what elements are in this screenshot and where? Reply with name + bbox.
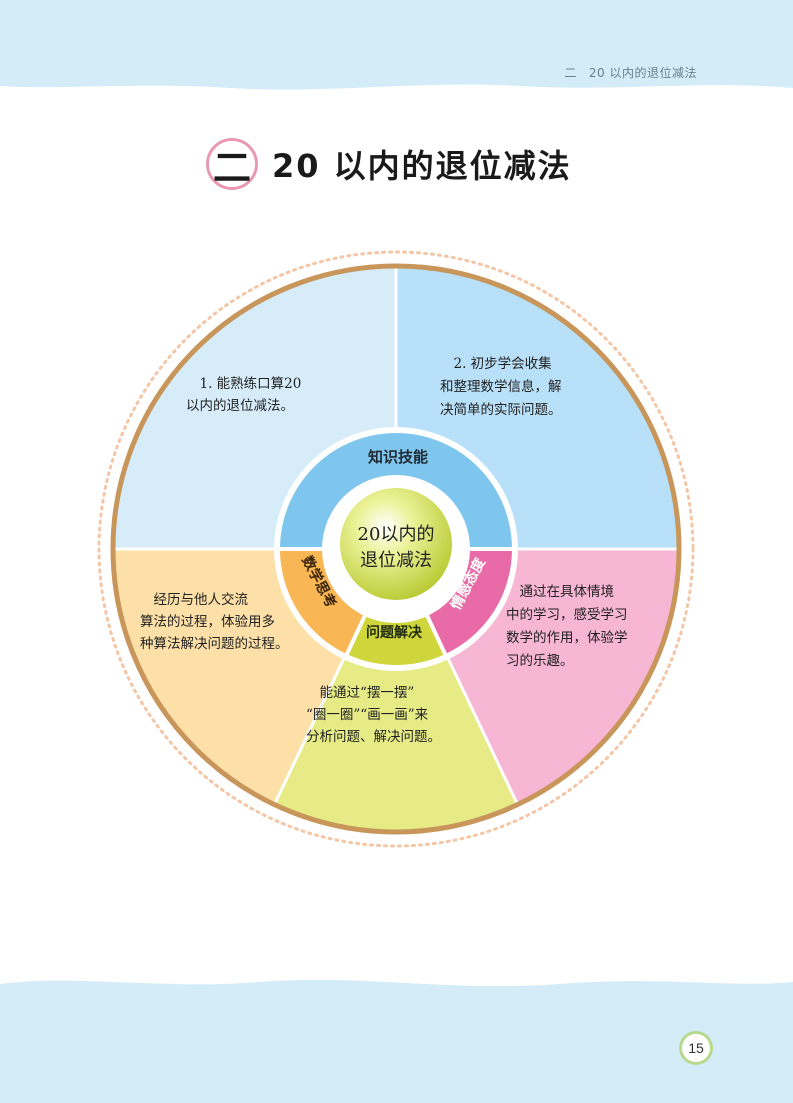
bottom-wave-band <box>0 970 793 1103</box>
top-wave-band <box>0 0 793 100</box>
center-label-line-2: 退位减法 <box>360 550 432 571</box>
center-label-line-1: 20以内的 <box>358 524 435 545</box>
knowledge-2-line-1: 2. 初步学会收集 <box>440 355 552 372</box>
center-ball <box>340 488 452 600</box>
page-number: 15 <box>679 1031 713 1065</box>
ring-label-knowledge: 知识技能 <box>368 448 428 466</box>
knowledge-1-line-2: 以内的退位减法。 <box>186 398 294 414</box>
knowledge-2-line-3: 决简单的实际问题。 <box>440 401 562 418</box>
chapter-title-text: 20 以内的退位减法 <box>272 147 572 185</box>
attitude-line-4: 习的乐趣。 <box>506 653 574 669</box>
chapter-number-badge: 二 <box>206 138 258 190</box>
knowledge-1-line-1: 1. 能熟练口算20 <box>186 376 301 392</box>
running-head-number: 二 <box>564 66 577 80</box>
attitude-line-1: 通过在具体情境 <box>506 584 614 600</box>
math-thinking-line-1: 经历与他人交流 <box>140 591 248 608</box>
problem-solving-line-1: 能通过“摆一摆” <box>306 685 414 701</box>
knowledge-2-line-2: 和整理数学信息，解 <box>440 378 562 395</box>
problem-solving-line-2: “圈一圈”“画一画”来 <box>306 707 429 723</box>
running-head-title: 20 以内的退位减法 <box>588 66 697 80</box>
math-thinking-line-2: 算法的过程，体验用多 <box>140 613 275 630</box>
problem-solving-line-3: 分析问题、解决问题。 <box>306 729 441 745</box>
running-head: 二 20 以内的退位减法 <box>564 64 697 81</box>
attitude-line-2: 中的学习，感受学习 <box>506 606 628 623</box>
outer-ring-border <box>110 263 682 835</box>
sector-problem-solving <box>248 549 544 832</box>
attitude-line-3: 数学的作用，体验学 <box>506 630 628 646</box>
ring-label-problem-solving: 问题解决 <box>366 624 423 641</box>
math-thinking-line-3: 种算法解决问题的过程。 <box>140 636 289 652</box>
dotted-outer-ring <box>97 250 695 848</box>
chapter-title: 二 20 以内的退位减法 <box>206 138 572 190</box>
